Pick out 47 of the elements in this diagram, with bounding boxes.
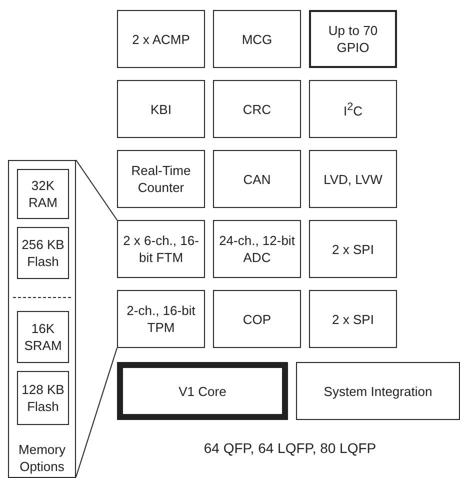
module-box: [213, 150, 301, 208]
module-label: LVD, LVW: [324, 170, 382, 188]
module-label: 2 x SPI: [332, 240, 374, 258]
zoom-line: [76, 160, 118, 220]
module-label: 2 x ACMP: [132, 30, 190, 48]
module-label: 24-ch., 12-bit ADC: [218, 232, 296, 266]
module-label: System Integration: [324, 382, 432, 400]
module-box: [117, 220, 205, 278]
module-box: [117, 150, 205, 208]
module-box: [117, 362, 288, 420]
memory-box: [17, 311, 69, 363]
zoom-line: [76, 348, 118, 478]
memory-panel: [8, 160, 76, 478]
module-box: [117, 80, 205, 138]
module-label: 128 KB Flash: [20, 381, 66, 415]
module-label: CAN: [243, 170, 271, 188]
panel-caption: Memory Options: [18, 441, 66, 475]
module-label: COP: [242, 310, 272, 328]
module-label: 2-ch., 16-bit TPM: [126, 302, 196, 336]
module-label: 256 KB Flash: [20, 236, 66, 270]
module-box: [309, 290, 397, 348]
module-label: 2 x 6-ch., 16-bit FTM: [122, 232, 200, 266]
module-label: 32K RAM: [28, 177, 58, 211]
module-box: [309, 150, 397, 208]
module-label: MCG: [242, 30, 272, 48]
module-label: CRC: [242, 100, 272, 118]
module-label: 16K SRAM: [23, 320, 63, 354]
module-label: 2 x SPI: [332, 310, 374, 328]
module-box: [213, 220, 301, 278]
module-box: [213, 80, 301, 138]
memory-box: [17, 227, 69, 279]
module-box: [213, 10, 301, 68]
module-box: [117, 290, 205, 348]
module-label: KBI: [150, 100, 172, 118]
module-box: [296, 362, 460, 420]
module-box: [213, 290, 301, 348]
package-note: 64 QFP, 64 LQFP, 80 LQFP: [202, 440, 378, 456]
module-box: [117, 10, 205, 68]
memory-box: [17, 169, 69, 219]
memory-box: [17, 371, 69, 425]
module-label: Up to 70 GPIO: [327, 22, 379, 56]
module-label: I$^{2}$C: [343, 100, 363, 120]
module-label: Real-Time Counter: [130, 162, 192, 196]
module-box: [309, 80, 397, 138]
module-box: [309, 220, 397, 278]
module-label: V1 Core: [178, 382, 226, 400]
module-box: [309, 10, 397, 68]
